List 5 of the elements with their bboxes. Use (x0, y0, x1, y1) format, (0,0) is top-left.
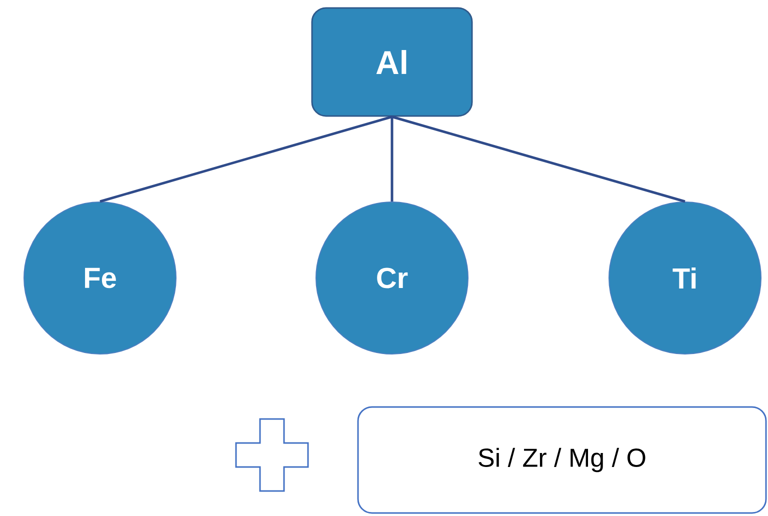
connector-line (100, 116, 392, 203)
connector-line (390, 116, 394, 202)
top-box: Al (311, 7, 473, 117)
text-box: Si / Zr / Mg / O (357, 406, 767, 514)
connector-line (392, 116, 686, 203)
